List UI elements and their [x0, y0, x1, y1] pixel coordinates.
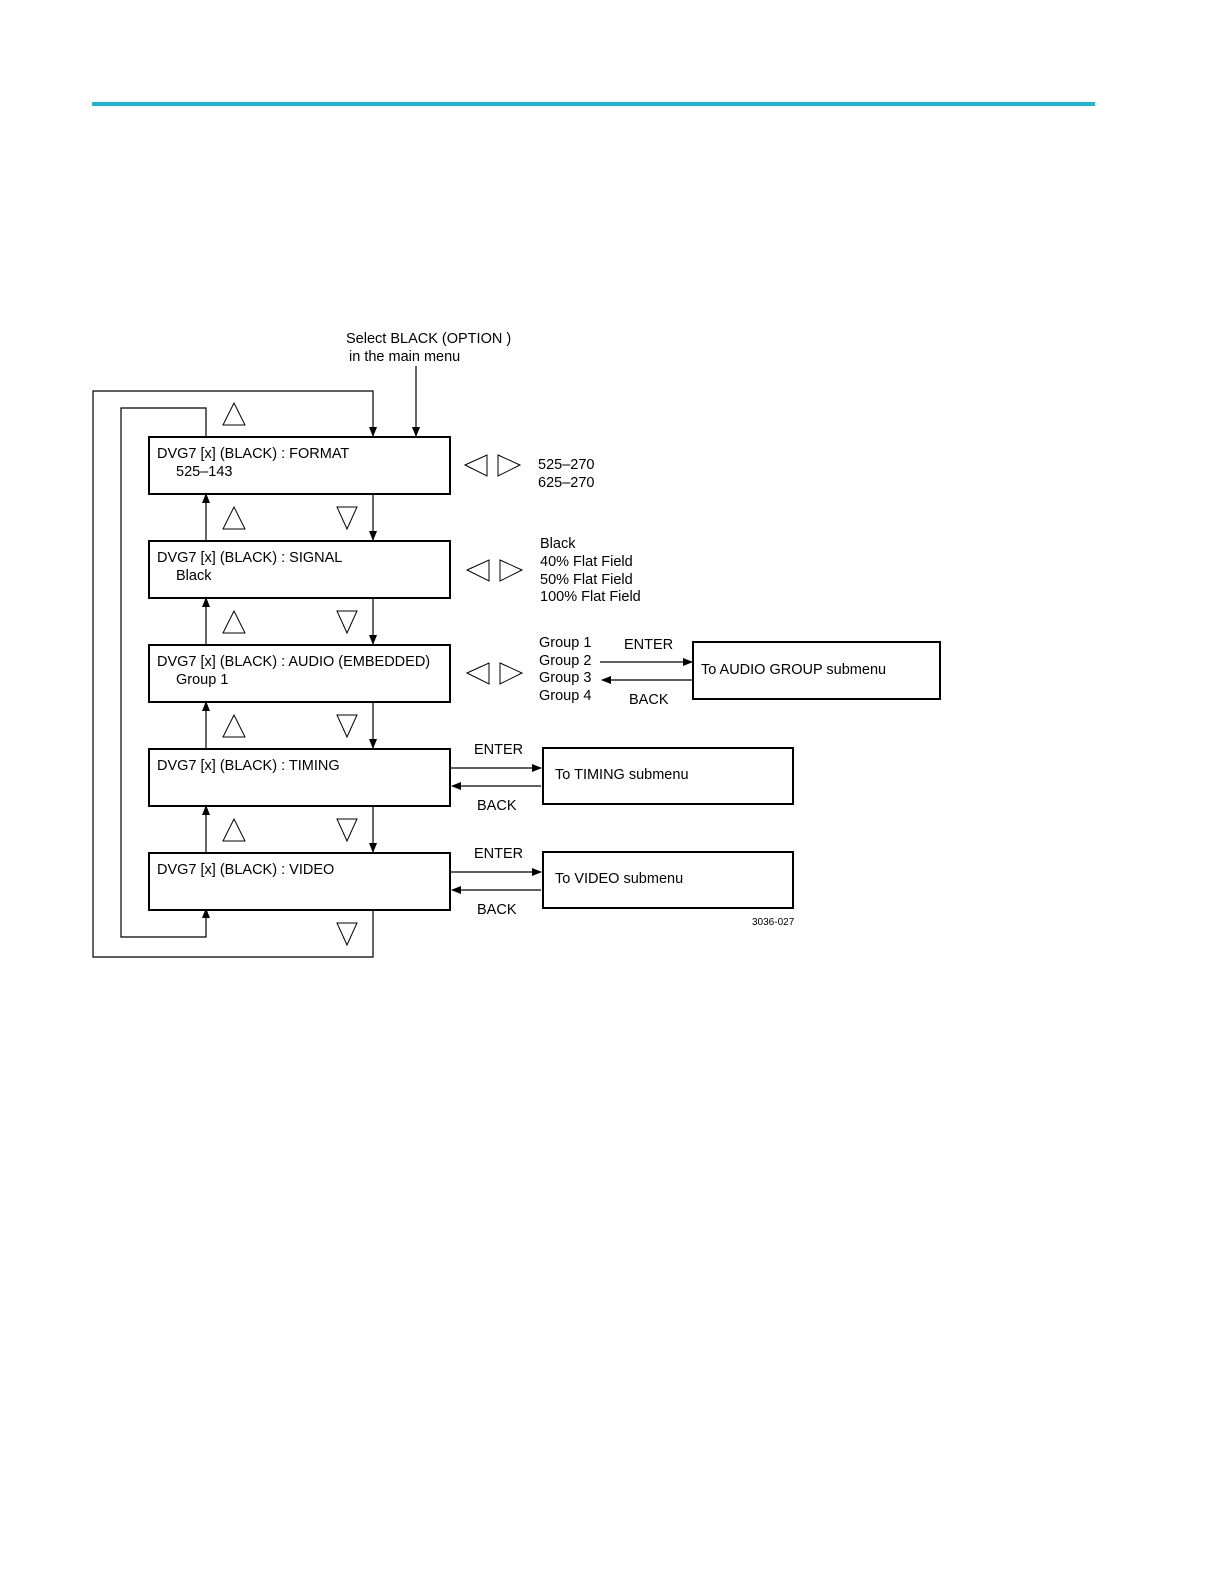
submenu-timing-label: To TIMING submenu: [555, 767, 689, 783]
submenu-timing[interactable]: To TIMING submenu: [542, 747, 794, 805]
submenu-video-label: To VIDEO submenu: [555, 871, 683, 887]
menu-audio-title: DVG7 [x] (BLACK) : AUDIO (EMBEDDED): [157, 654, 430, 670]
menu-format-value: 525–143: [176, 464, 232, 480]
signal-option: 50% Flat Field: [540, 572, 633, 588]
up-arrow-icon: [222, 609, 246, 634]
format-option: 525–270: [538, 457, 594, 473]
entry-label-line2: in the main menu: [349, 349, 460, 365]
up-arrow-icon: [222, 713, 246, 738]
down-arrow-icon: [336, 610, 358, 635]
left-arrow-icon: [465, 662, 490, 685]
signal-option: 100% Flat Field: [540, 589, 641, 605]
inner-loop-line: [120, 407, 210, 938]
entry-label-line1: Select BLACK (OPTION ): [346, 331, 511, 347]
format-option: 625–270: [538, 475, 594, 491]
menu-audio[interactable]: DVG7 [x] (BLACK) : AUDIO (EMBEDDED) Grou…: [148, 644, 451, 703]
menu-format[interactable]: DVG7 [x] (BLACK) : FORMAT 525–143: [148, 436, 451, 495]
menu-signal[interactable]: DVG7 [x] (BLACK) : SIGNAL Black: [148, 540, 451, 599]
down-arrow-icon: [336, 922, 358, 947]
menu-signal-title: DVG7 [x] (BLACK) : SIGNAL: [157, 550, 342, 566]
submenu-video[interactable]: To VIDEO submenu: [542, 851, 794, 909]
figure-id: 3036-027: [752, 917, 795, 928]
up-arrow-icon: [222, 505, 246, 530]
up-arrow-icon: [222, 401, 246, 426]
menu-timing-title: DVG7 [x] (BLACK) : TIMING: [157, 758, 340, 774]
audio-option: Group 3: [539, 670, 591, 686]
audio-option: Group 1: [539, 635, 591, 651]
signal-option: Black: [540, 536, 576, 552]
submenu-audio-group-label: To AUDIO GROUP submenu: [701, 662, 886, 678]
signal-option: 40% Flat Field: [540, 554, 633, 570]
menu-video-title: DVG7 [x] (BLACK) : VIDEO: [157, 862, 334, 878]
menu-audio-value: Group 1: [176, 672, 228, 688]
outer-loop-line: [92, 390, 377, 958]
enter-label: ENTER: [474, 846, 523, 862]
up-arrow-icon: [222, 817, 246, 842]
enter-label: ENTER: [474, 742, 523, 758]
enter-label: ENTER: [624, 637, 673, 653]
down-arrow-icon: [336, 714, 358, 739]
back-label: BACK: [477, 902, 517, 918]
back-label: BACK: [629, 692, 669, 708]
header-rule: [92, 102, 1095, 106]
right-arrow-icon: [499, 559, 524, 582]
back-label: BACK: [477, 798, 517, 814]
menu-video[interactable]: DVG7 [x] (BLACK) : VIDEO: [148, 852, 451, 911]
down-arrow-icon: [336, 506, 358, 531]
menu-timing[interactable]: DVG7 [x] (BLACK) : TIMING: [148, 748, 451, 807]
audio-option: Group 4: [539, 688, 591, 704]
left-arrow-icon: [465, 559, 490, 582]
right-arrow-icon: [499, 662, 524, 685]
audio-option: Group 2: [539, 653, 591, 669]
menu-format-title: DVG7 [x] (BLACK) : FORMAT: [157, 446, 349, 462]
down-arrow-icon: [336, 818, 358, 843]
submenu-audio-group[interactable]: To AUDIO GROUP submenu: [692, 641, 941, 700]
menu-signal-value: Black: [176, 568, 212, 584]
left-arrow-icon: [463, 454, 488, 477]
right-arrow-icon: [497, 454, 522, 477]
